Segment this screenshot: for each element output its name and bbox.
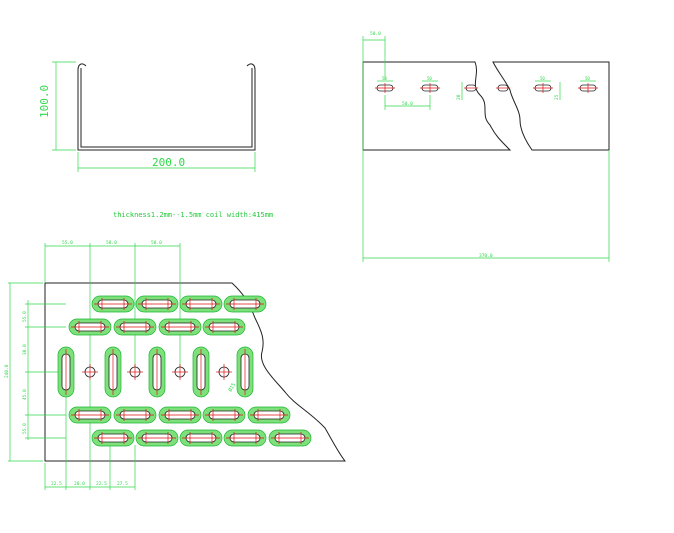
plate-left-dim-3: 55.0	[22, 423, 28, 434]
horizontal-slot	[247, 406, 291, 424]
horizontal-slot	[91, 295, 135, 313]
plate-bottom-dim-3: 27.5	[117, 481, 128, 487]
plate-left-dim-0: 55.0	[22, 311, 28, 322]
detail-slot: 50	[533, 76, 553, 93]
detail-partial-slot	[464, 84, 478, 92]
plate-bottom-dim-2: 22.5	[96, 481, 107, 487]
plate-bottom-dim-0: 22.5	[51, 481, 62, 487]
plate-top-dim-1: 58.0	[106, 240, 117, 246]
horizontal-slot	[68, 406, 112, 424]
plate-slots	[57, 295, 312, 447]
vertical-slot	[57, 346, 75, 398]
horizontal-slot	[179, 429, 223, 447]
channel-profile-outline	[77, 63, 256, 151]
horizontal-slot	[202, 318, 246, 336]
horizontal-slot	[268, 429, 312, 447]
detail-pitch-label: 50.0	[402, 101, 413, 107]
horizontal-slot	[202, 406, 246, 424]
vertical-slot	[148, 346, 166, 398]
profile-width-label: 200.0	[152, 156, 185, 169]
horizontal-slot	[113, 406, 157, 424]
horizontal-slot	[179, 295, 223, 313]
channel-profile: 100.0 200.0	[38, 61, 256, 172]
detail-slot-label: 50	[585, 76, 590, 81]
detail-total-label: 370.0	[479, 253, 493, 259]
horizontal-slot	[223, 295, 267, 313]
detail-holes: 50 50 50 50	[375, 76, 598, 93]
material-note: thickness1.2mm--1.5mm coil width:415mm	[113, 211, 273, 219]
vertical-slot	[236, 346, 254, 398]
round-hole	[216, 364, 232, 380]
horizontal-slot	[135, 429, 179, 447]
detail-outline-left	[362, 61, 512, 151]
horizontal-slot	[91, 429, 135, 447]
plate-left-dim-1: 30.0	[22, 344, 28, 355]
detail-outline-right	[492, 61, 610, 151]
top-right-detail: 50.0 370.0 50.0 20 25 50 50 50 50	[362, 31, 610, 262]
plate-height-label: 240.0	[4, 364, 10, 378]
plate-top-dim-0: 55.0	[62, 240, 73, 246]
detail-slot: 50	[420, 76, 440, 93]
detail-edge-label: 50.0	[370, 31, 381, 37]
horizontal-slot	[158, 318, 202, 336]
plate-hole-label: Ø15	[227, 382, 238, 393]
round-hole	[82, 364, 98, 380]
plate-round-holes	[82, 364, 232, 380]
horizontal-slot	[113, 318, 157, 336]
round-hole	[127, 364, 143, 380]
detail-hole-height-label: 25	[554, 94, 560, 100]
plate-bottom-dim-1: 20.0	[74, 481, 85, 487]
horizontal-slot	[68, 318, 112, 336]
detail-slot: 50	[375, 76, 395, 93]
plate-left-dim-2: 45.0	[22, 389, 28, 400]
detail-slot-label: 50	[382, 76, 387, 81]
horizontal-slot	[158, 406, 202, 424]
perforated-plate: 240.0 55.0 58.0 58.0 55.0 30.0 45.0 55.0…	[4, 240, 347, 490]
plate-top-dim-2: 58.0	[151, 240, 162, 246]
detail-partial-slot	[496, 84, 510, 92]
detail-side-label: 20	[456, 94, 462, 100]
plate-outline	[44, 282, 347, 462]
round-hole	[172, 364, 188, 380]
detail-slot: 50	[578, 76, 598, 93]
profile-height-label: 100.0	[38, 85, 51, 118]
detail-slot-label: 50	[540, 76, 545, 81]
vertical-slot	[104, 346, 122, 398]
horizontal-slot	[135, 295, 179, 313]
horizontal-slot	[223, 429, 267, 447]
vertical-slot	[192, 346, 210, 398]
detail-slot-label: 50	[427, 76, 432, 81]
